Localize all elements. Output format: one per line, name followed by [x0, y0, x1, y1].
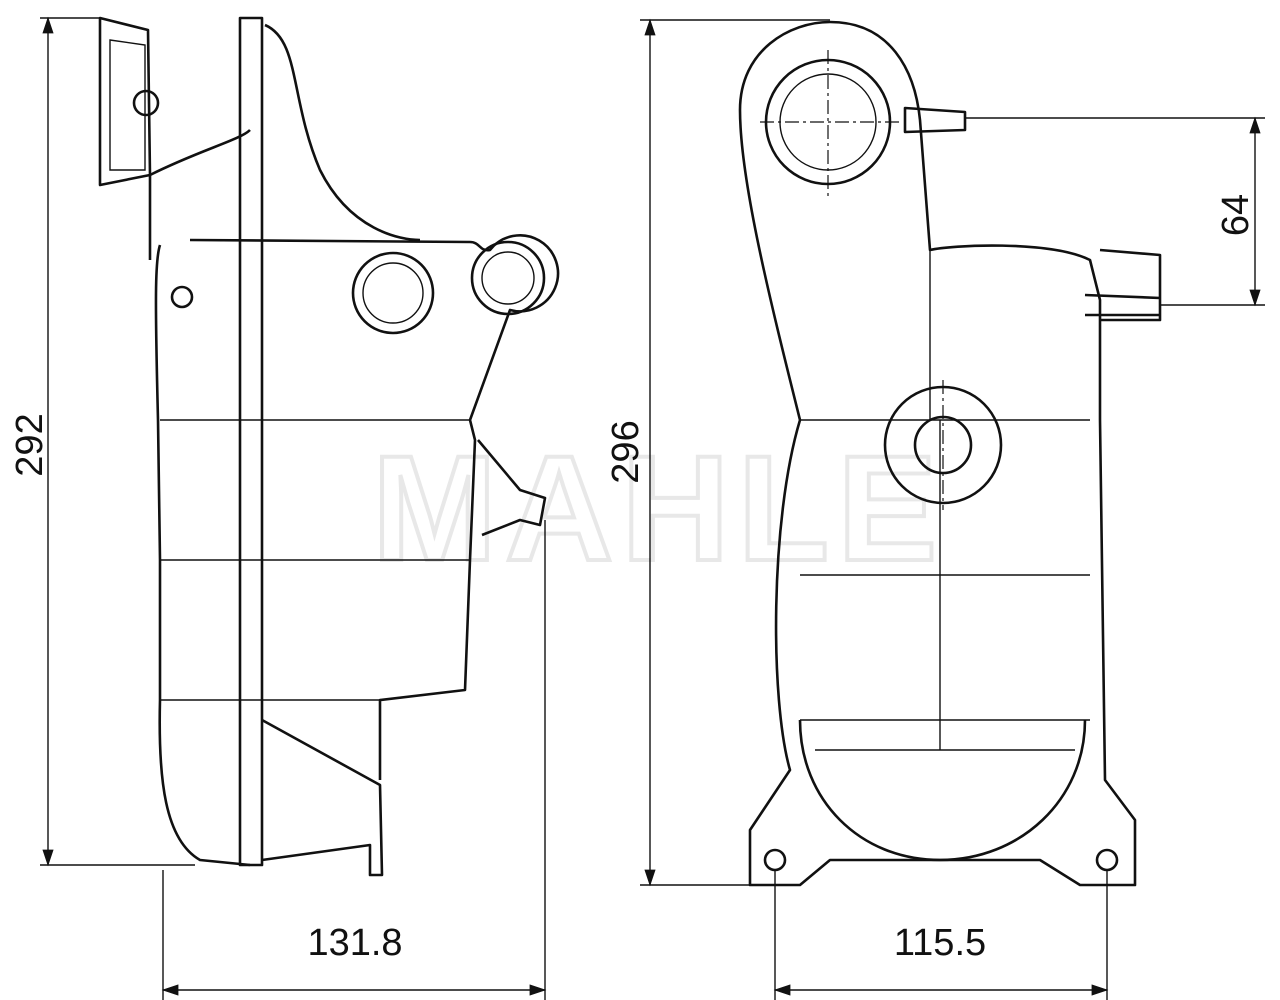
- dimension-115-5: 115.5: [894, 922, 986, 964]
- left-side-view: 292 131.8: [9, 16, 560, 1000]
- dimension-64: 64: [1215, 194, 1257, 236]
- front-view: 296 64 115.5: [605, 18, 1265, 1000]
- dimension-131-8: 131.8: [307, 922, 402, 964]
- dimension-296: 296: [605, 420, 647, 483]
- mahle-watermark: MAHLE: [372, 424, 945, 592]
- dimension-292: 292: [9, 413, 51, 476]
